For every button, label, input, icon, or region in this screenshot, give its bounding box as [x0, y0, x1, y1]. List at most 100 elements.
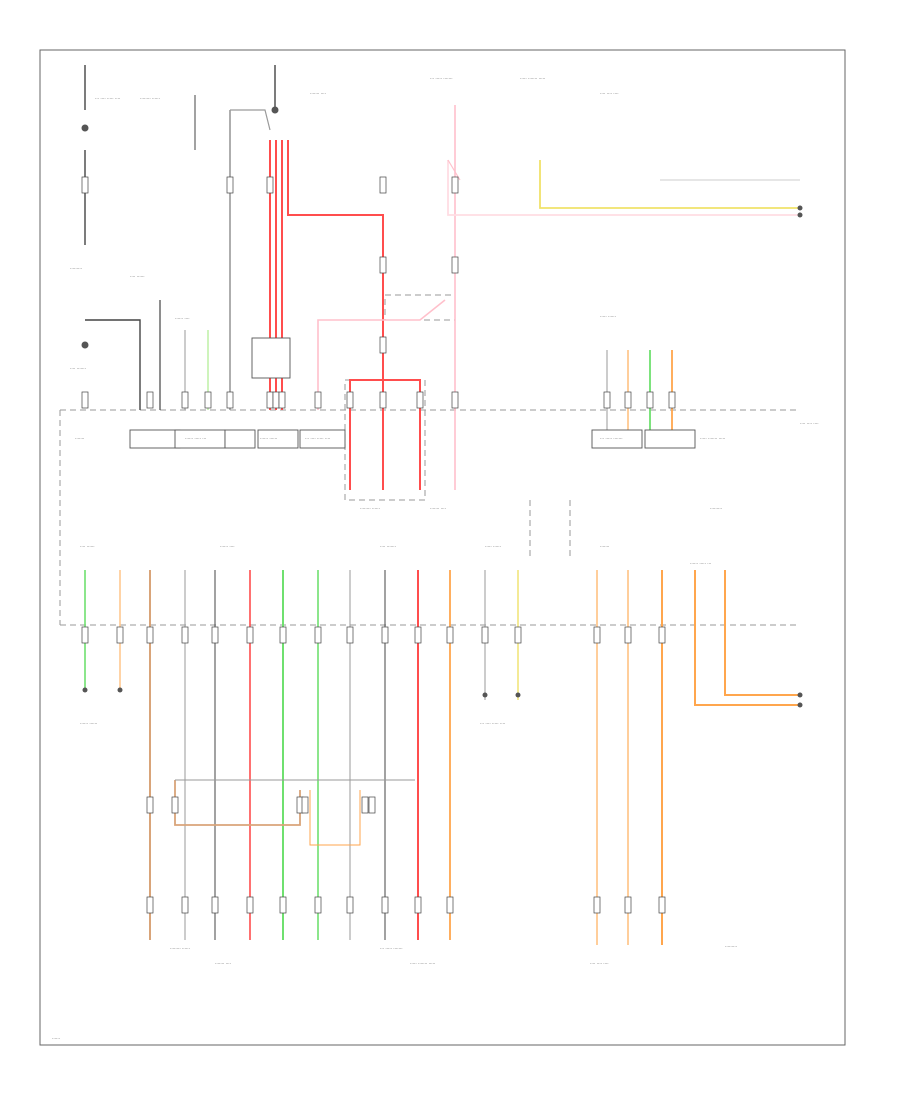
wire-connector — [314, 896, 322, 914]
wire-connector — [181, 391, 189, 409]
terminal-pin — [82, 687, 88, 693]
component-label: ······ ····· ··· — [185, 436, 206, 441]
wire-connector — [414, 896, 422, 914]
wire-connector — [379, 336, 387, 354]
wire-connector — [379, 176, 387, 194]
wires — [84, 65, 800, 945]
wire-connector — [381, 626, 389, 644]
component-labels: ··· ···· ····· ···· ········ ······ ······… — [70, 76, 819, 966]
wire-connector — [226, 391, 234, 409]
wire-connector — [279, 626, 287, 644]
wire-connector — [346, 626, 354, 644]
wire-segment — [309, 790, 361, 846]
component-box — [129, 429, 181, 449]
wire-connector — [146, 796, 154, 814]
wire-connector — [204, 391, 212, 409]
wire-segment — [694, 570, 800, 706]
component-label: ··· ····· ······· — [380, 946, 403, 951]
wire-connector — [624, 626, 632, 644]
component-box — [591, 429, 643, 449]
wire-connector — [414, 626, 422, 644]
terminal-pin — [515, 692, 521, 698]
wire-connector — [146, 391, 154, 409]
wire-connector — [379, 391, 387, 409]
footer-code: ······ — [52, 1036, 60, 1041]
wire-connector — [81, 176, 89, 194]
wire-connectors — [81, 106, 803, 914]
component-box — [251, 337, 291, 379]
wire-connector — [668, 391, 676, 409]
wire-segment — [447, 160, 800, 216]
wire-connector — [272, 391, 280, 409]
wire-connector — [266, 391, 274, 409]
wire-connector — [146, 896, 154, 914]
component-label: ···· ···· ···· — [590, 961, 609, 966]
component-label: ······ ····· ··· — [690, 561, 711, 566]
module-boundary — [384, 294, 456, 321]
ground-terminal — [81, 124, 89, 132]
wire-connector — [346, 391, 354, 409]
wire-connector — [481, 626, 489, 644]
wire-connector — [279, 896, 287, 914]
wire-connector — [314, 391, 322, 409]
wire-connector — [266, 176, 274, 194]
component-label: ··· ···· ····· ···· — [480, 721, 505, 726]
component-label: ······ ···· — [175, 316, 190, 321]
component-label: ········· — [70, 266, 82, 271]
wire-connector — [211, 626, 219, 644]
wire-connector — [451, 176, 459, 194]
component-label: ··· ····· ······· — [430, 76, 453, 81]
component-label: ···· ···· ···· — [600, 91, 619, 96]
wire-connector — [416, 391, 424, 409]
wire-connector — [658, 896, 666, 914]
terminal-pin — [797, 212, 803, 218]
wire-connector — [451, 391, 459, 409]
component-label: ···· ······· — [70, 366, 86, 371]
component-label: ········· — [710, 506, 722, 511]
wire-connector — [368, 796, 376, 814]
component-label: ······· — [600, 544, 609, 549]
component-label: ····· ······· ····· — [410, 961, 435, 966]
wire-connector — [514, 626, 522, 644]
terminal-pin — [117, 687, 123, 693]
wire-segment — [230, 109, 271, 131]
component-label: ······· — [75, 436, 84, 441]
component-label: ··· ···· ····· ···· — [95, 96, 120, 101]
component-label: ···· ······· — [380, 544, 396, 549]
wire-connector — [211, 896, 219, 914]
ground-terminal — [81, 341, 89, 349]
wire-connector — [446, 626, 454, 644]
component-label: ······· ···· — [310, 91, 326, 96]
wire-connector — [171, 796, 179, 814]
component-label: ······· ···· — [215, 961, 231, 966]
wire-segment — [317, 299, 446, 410]
wire-connector — [116, 626, 124, 644]
component-label: ····· ······· ····· — [520, 76, 545, 81]
wire-connector — [346, 896, 354, 914]
wire-connector — [451, 256, 459, 274]
component-boxes — [129, 337, 696, 449]
wire-connector — [593, 896, 601, 914]
wire-connector — [246, 896, 254, 914]
component-label: ······· ···· — [430, 506, 446, 511]
terminal-pin — [797, 702, 803, 708]
wire-connector — [361, 796, 369, 814]
wire-segment — [539, 160, 800, 209]
component-box — [644, 429, 696, 449]
wire-connector — [381, 896, 389, 914]
wire-connector — [624, 391, 632, 409]
component-box — [224, 429, 256, 449]
wire-connector — [379, 256, 387, 274]
wire-connector — [226, 176, 234, 194]
wire-connector — [246, 626, 254, 644]
component-label: ······ ···· — [220, 544, 235, 549]
wire-connector — [658, 626, 666, 644]
component-label: ····· ······ — [485, 544, 501, 549]
wire-connector — [81, 391, 89, 409]
wire-connector — [181, 896, 189, 914]
wire-connector — [278, 391, 286, 409]
wire-connector — [301, 796, 309, 814]
wire-connector — [593, 626, 601, 644]
component-label: ········ ······ — [140, 96, 160, 101]
ground-terminal — [271, 106, 279, 114]
